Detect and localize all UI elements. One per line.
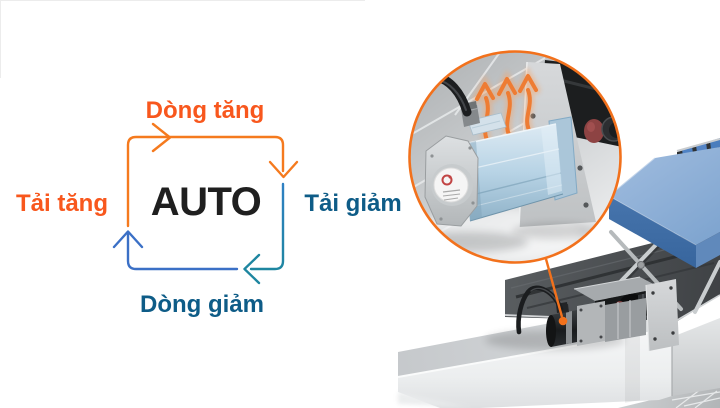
auto-cycle-arrows <box>112 122 299 285</box>
arrow-down-icon <box>268 160 299 179</box>
base-block <box>672 318 720 396</box>
red-coupling <box>584 119 604 143</box>
heat-arrow-icon <box>505 91 512 137</box>
label-current-decrease: Dòng giảm <box>140 291 264 318</box>
motor-label <box>433 167 469 203</box>
label-load-decrease: Tải giảm <box>304 190 402 217</box>
cycle-arrow-teal <box>249 182 285 271</box>
blue-platform <box>608 147 720 268</box>
arrow-right-icon <box>151 122 172 153</box>
label-load-increase: Tải tăng <box>15 190 108 217</box>
cycle-arrow-orange <box>126 135 285 228</box>
label-current-increase: Dòng tăng <box>145 97 265 124</box>
top-edge-artifact <box>0 0 365 1</box>
callout-dot <box>558 316 568 326</box>
left-edge-artifact <box>0 0 1 78</box>
servo-motor <box>410 72 578 252</box>
arrow-up-icon <box>112 230 144 249</box>
heat-arrow-icon <box>525 88 532 132</box>
zoom-circle-inset <box>408 50 622 264</box>
callout-line <box>544 258 568 326</box>
actuator-beam <box>397 299 673 408</box>
zoom-circle-ring <box>408 50 622 264</box>
arrow-left-icon <box>243 253 261 285</box>
cycle-arrow-blue <box>126 232 239 271</box>
auto-center-label: AUTO <box>150 180 262 224</box>
